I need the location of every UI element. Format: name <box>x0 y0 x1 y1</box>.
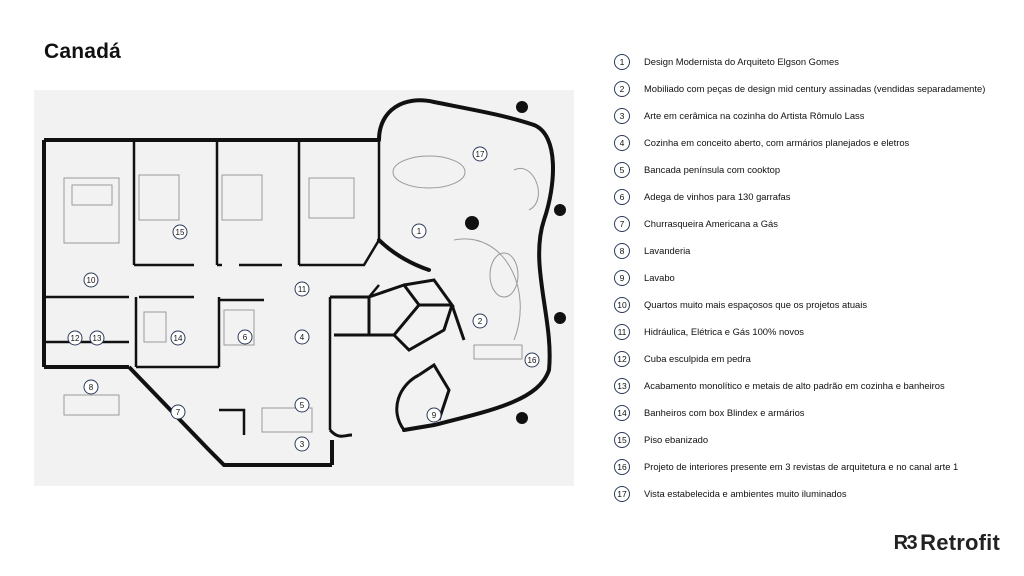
svg-text:11: 11 <box>298 285 307 294</box>
legend-number: 16 <box>614 458 630 475</box>
plan-marker-4: 4 <box>294 329 310 345</box>
legend-item: 17 Vista estabelecida e ambientes muito i… <box>614 480 1014 507</box>
legend-number: 14 <box>614 404 630 421</box>
legend-item: 5 Bancada península com cooktop <box>614 156 1014 183</box>
legend-item: 7 Churrasqueira Americana a Gás <box>614 210 1014 237</box>
plan-marker-13: 13 <box>89 330 105 346</box>
legend-text: Churrasqueira Americana a Gás <box>644 218 778 229</box>
plan-marker-1: 1 <box>411 223 427 239</box>
floor-plan: 1 2 3 4 5 6 7 8 9 10 11 12 13 14 15 16 1… <box>34 90 574 486</box>
legend-text: Projeto de interiores presente em 3 revi… <box>644 461 959 472</box>
legend-number: 5 <box>614 161 630 178</box>
plan-marker-16: 16 <box>524 352 540 368</box>
legend-text: Mobiliado com peças de design mid centur… <box>644 83 986 94</box>
legend-item: 16 Projeto de interiores presente em 3 re… <box>614 453 1014 480</box>
plan-marker-12: 12 <box>67 330 83 346</box>
plan-marker-9: 9 <box>426 407 442 423</box>
legend-text: Arte em cerâmica na cozinha do Artista R… <box>644 110 865 121</box>
legend-number: 12 <box>614 350 630 367</box>
legend-text: Lavabo <box>644 272 675 283</box>
legend-number: 6 <box>614 188 630 205</box>
legend-item: 1 Design Modernista do Arquiteto Elgson G… <box>614 48 1014 75</box>
legend-text: Cuba esculpida em pedra <box>644 353 751 364</box>
legend-item: 10 Quartos muito mais espaçosos que os pr… <box>614 291 1014 318</box>
plan-marker-14: 14 <box>170 330 186 346</box>
plan-marker-2: 2 <box>472 313 488 329</box>
svg-text:16: 16 <box>528 356 537 365</box>
plan-marker-6: 6 <box>237 329 253 345</box>
legend-text: Cozinha em conceito aberto, com armários… <box>644 137 910 148</box>
svg-text:9: 9 <box>432 411 437 420</box>
svg-text:10: 10 <box>87 276 96 285</box>
page-title: Canadá <box>44 40 122 63</box>
legend-item: 12 Cuba esculpida em pedra <box>614 345 1014 372</box>
feature-legend: 1 Design Modernista do Arquiteto Elgson G… <box>614 48 1014 507</box>
svg-text:14: 14 <box>174 334 183 343</box>
legend-item: 15 Piso ebanizado <box>614 426 1014 453</box>
legend-text: Banheiros com box Blindex e armários <box>644 407 805 418</box>
brand-mark: R3 <box>893 531 918 554</box>
legend-number: 4 <box>614 134 630 151</box>
legend-number: 15 <box>614 431 630 448</box>
svg-text:2: 2 <box>478 317 483 326</box>
svg-text:3: 3 <box>300 440 305 449</box>
plan-marker-8: 8 <box>83 379 99 395</box>
legend-text: Design Modernista do Arquiteto Elgson Go… <box>644 56 839 67</box>
plan-marker-7: 7 <box>170 404 186 420</box>
legend-item: 9 Lavabo <box>614 264 1014 291</box>
legend-text: Hidráulica, Elétrica e Gás 100% novos <box>644 326 804 337</box>
legend-item: 14 Banheiros com box Blindex e armários <box>614 399 1014 426</box>
legend-text: Vista estabelecida e ambientes muito ilu… <box>644 488 847 499</box>
legend-number: 3 <box>614 107 630 124</box>
legend-item: 6 Adega de vinhos para 130 garrafas <box>614 183 1014 210</box>
legend-item: 13 Acabamento monolítico e metais de alto… <box>614 372 1014 399</box>
legend-text: Adega de vinhos para 130 garrafas <box>644 191 791 202</box>
svg-text:6: 6 <box>243 333 248 342</box>
legend-number: 1 <box>614 53 630 70</box>
svg-text:15: 15 <box>176 228 185 237</box>
legend-item: 11 Hidráulica, Elétrica e Gás 100% novos <box>614 318 1014 345</box>
legend-number: 13 <box>614 377 630 394</box>
svg-text:5: 5 <box>300 401 305 410</box>
brand-name: Retrofit <box>920 530 1000 555</box>
legend-text: Piso ebanizado <box>644 434 709 445</box>
legend-text: Quartos muito mais espaçosos que os proj… <box>644 299 868 310</box>
legend-number: 10 <box>614 296 630 313</box>
legend-text: Bancada península com cooktop <box>644 164 781 175</box>
brand-logo: R3 Retrofit <box>894 530 1000 556</box>
legend-number: 7 <box>614 215 630 232</box>
svg-text:8: 8 <box>89 383 94 392</box>
legend-number: 8 <box>614 242 630 259</box>
plan-marker-3: 3 <box>294 436 310 452</box>
legend-text: Acabamento monolítico e metais de alto p… <box>644 380 945 391</box>
plan-marker-11: 11 <box>294 281 310 297</box>
plan-marker-17: 17 <box>472 146 488 162</box>
svg-text:17: 17 <box>476 150 485 159</box>
svg-text:13: 13 <box>93 334 102 343</box>
svg-text:4: 4 <box>300 333 305 342</box>
svg-text:7: 7 <box>176 408 181 417</box>
legend-number: 9 <box>614 269 630 286</box>
legend-item: 4 Cozinha em conceito aberto, com armário… <box>614 129 1014 156</box>
legend-number: 17 <box>614 485 630 502</box>
legend-item: 8 Lavanderia <box>614 237 1014 264</box>
plan-marker-5: 5 <box>294 397 310 413</box>
legend-text: Lavanderia <box>644 245 691 256</box>
legend-item: 3 Arte em cerâmica na cozinha do Artista … <box>614 102 1014 129</box>
legend-number: 11 <box>614 323 630 340</box>
plan-marker-15: 15 <box>172 224 188 240</box>
legend-item: 2 Mobiliado com peças de design mid centu… <box>614 75 1014 102</box>
svg-text:12: 12 <box>71 334 80 343</box>
plan-marker-10: 10 <box>83 272 99 288</box>
legend-number: 2 <box>614 80 630 97</box>
svg-text:1: 1 <box>417 227 422 236</box>
